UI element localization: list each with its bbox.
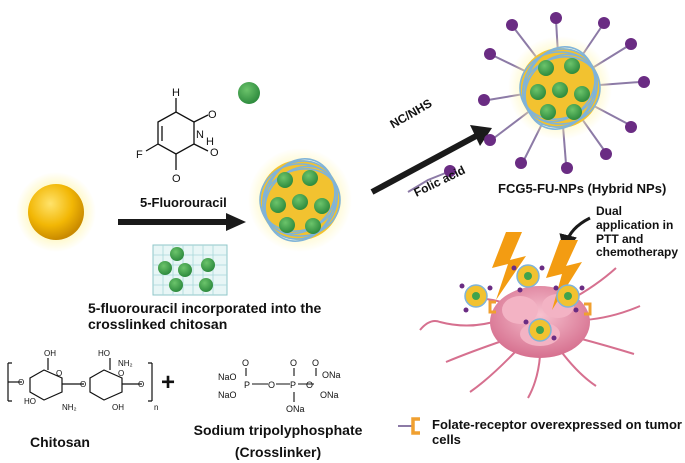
svg-text:NaO: NaO — [218, 390, 237, 400]
fluorouracil-label: 5-Fluorouracil — [140, 195, 227, 210]
hybrid-nps-label: FCG5-FU-NPs (Hybrid NPs) — [498, 181, 667, 196]
svg-text:NH₂: NH₂ — [62, 403, 77, 412]
folate-receptor-label: Folate-receptor overexpressed on tumor c… — [432, 417, 682, 447]
arrow-step1-head — [226, 213, 246, 231]
svg-text:O: O — [80, 380, 86, 389]
svg-text:OH: OH — [44, 349, 56, 358]
svg-text:O: O — [210, 147, 219, 159]
svg-text:O: O — [242, 358, 249, 368]
chitosan-atoms: O OH HO NH₂ O O HO O NH₂ OH O n — [18, 349, 158, 412]
svg-text:O: O — [56, 369, 62, 378]
stpp-name: Sodium tripolyphosphate — [193, 422, 363, 438]
svg-text:ONa: ONa — [286, 404, 305, 414]
small-nanoparticles — [459, 264, 585, 342]
stpp-label: Sodium tripolyphosphate (Crosslinker) — [193, 422, 363, 460]
svg-text:O: O — [268, 380, 275, 390]
dual-application-label: Dual application in PTT and chemotherapy — [596, 204, 679, 260]
hybrid-nanoparticle-icon — [478, 12, 650, 174]
svg-text:ONa: ONa — [322, 370, 341, 380]
svg-text:O: O — [18, 378, 24, 387]
incorporated-label: 5-fluorouracil incorporated into the cro… — [88, 300, 322, 333]
svg-text:O: O — [306, 380, 313, 390]
svg-text:P: P — [290, 380, 296, 390]
svg-text:O: O — [172, 173, 181, 185]
folate-receptor-icon — [488, 300, 592, 316]
crosslinked-chitosan-mesh-icon — [152, 244, 228, 296]
svg-text:H: H — [172, 87, 180, 99]
arrow-step2-head — [470, 125, 492, 146]
tpp-structure — [245, 368, 317, 402]
svg-text:N: N — [196, 129, 204, 141]
svg-text:O: O — [208, 109, 217, 121]
svg-text:NH₂: NH₂ — [118, 359, 133, 368]
tpp-atoms: NaO NaO P O O P O ONa O P O ONa ONa — [218, 358, 341, 414]
svg-text:O: O — [118, 369, 124, 378]
svg-text:ONa: ONa — [320, 390, 339, 400]
drug-dot-icon — [238, 82, 260, 104]
svg-text:NaO: NaO — [218, 372, 237, 382]
svg-text:n: n — [154, 403, 158, 412]
svg-text:HO: HO — [24, 397, 36, 406]
fluorouracil-atoms: H N O N H O O F — [136, 87, 219, 185]
svg-text:O: O — [138, 380, 144, 389]
chitosan-label: Chitosan — [30, 434, 90, 450]
svg-text:O: O — [312, 358, 319, 368]
svg-text:F: F — [136, 149, 143, 161]
lightning-bolt-icon — [492, 232, 526, 300]
legend-receptor-icon — [398, 417, 420, 435]
loaded-nanoparticle-icon — [248, 148, 352, 252]
svg-text:P: P — [244, 380, 250, 390]
arrow-step2 — [370, 132, 480, 195]
plus-sign: + — [161, 369, 175, 396]
chitosan-structure — [7, 358, 153, 402]
folic-acid-icon — [407, 165, 456, 193]
fluorouracil-structure — [145, 98, 209, 170]
svg-text:O: O — [290, 358, 297, 368]
svg-text:HO: HO — [98, 349, 110, 358]
svg-text:OH: OH — [112, 403, 124, 412]
crosslinker-label: (Crosslinker) — [234, 444, 322, 461]
gold-nanoparticle-icon — [16, 172, 96, 252]
svg-text:H: H — [206, 136, 214, 148]
lightning-bolt-icon — [546, 240, 582, 310]
